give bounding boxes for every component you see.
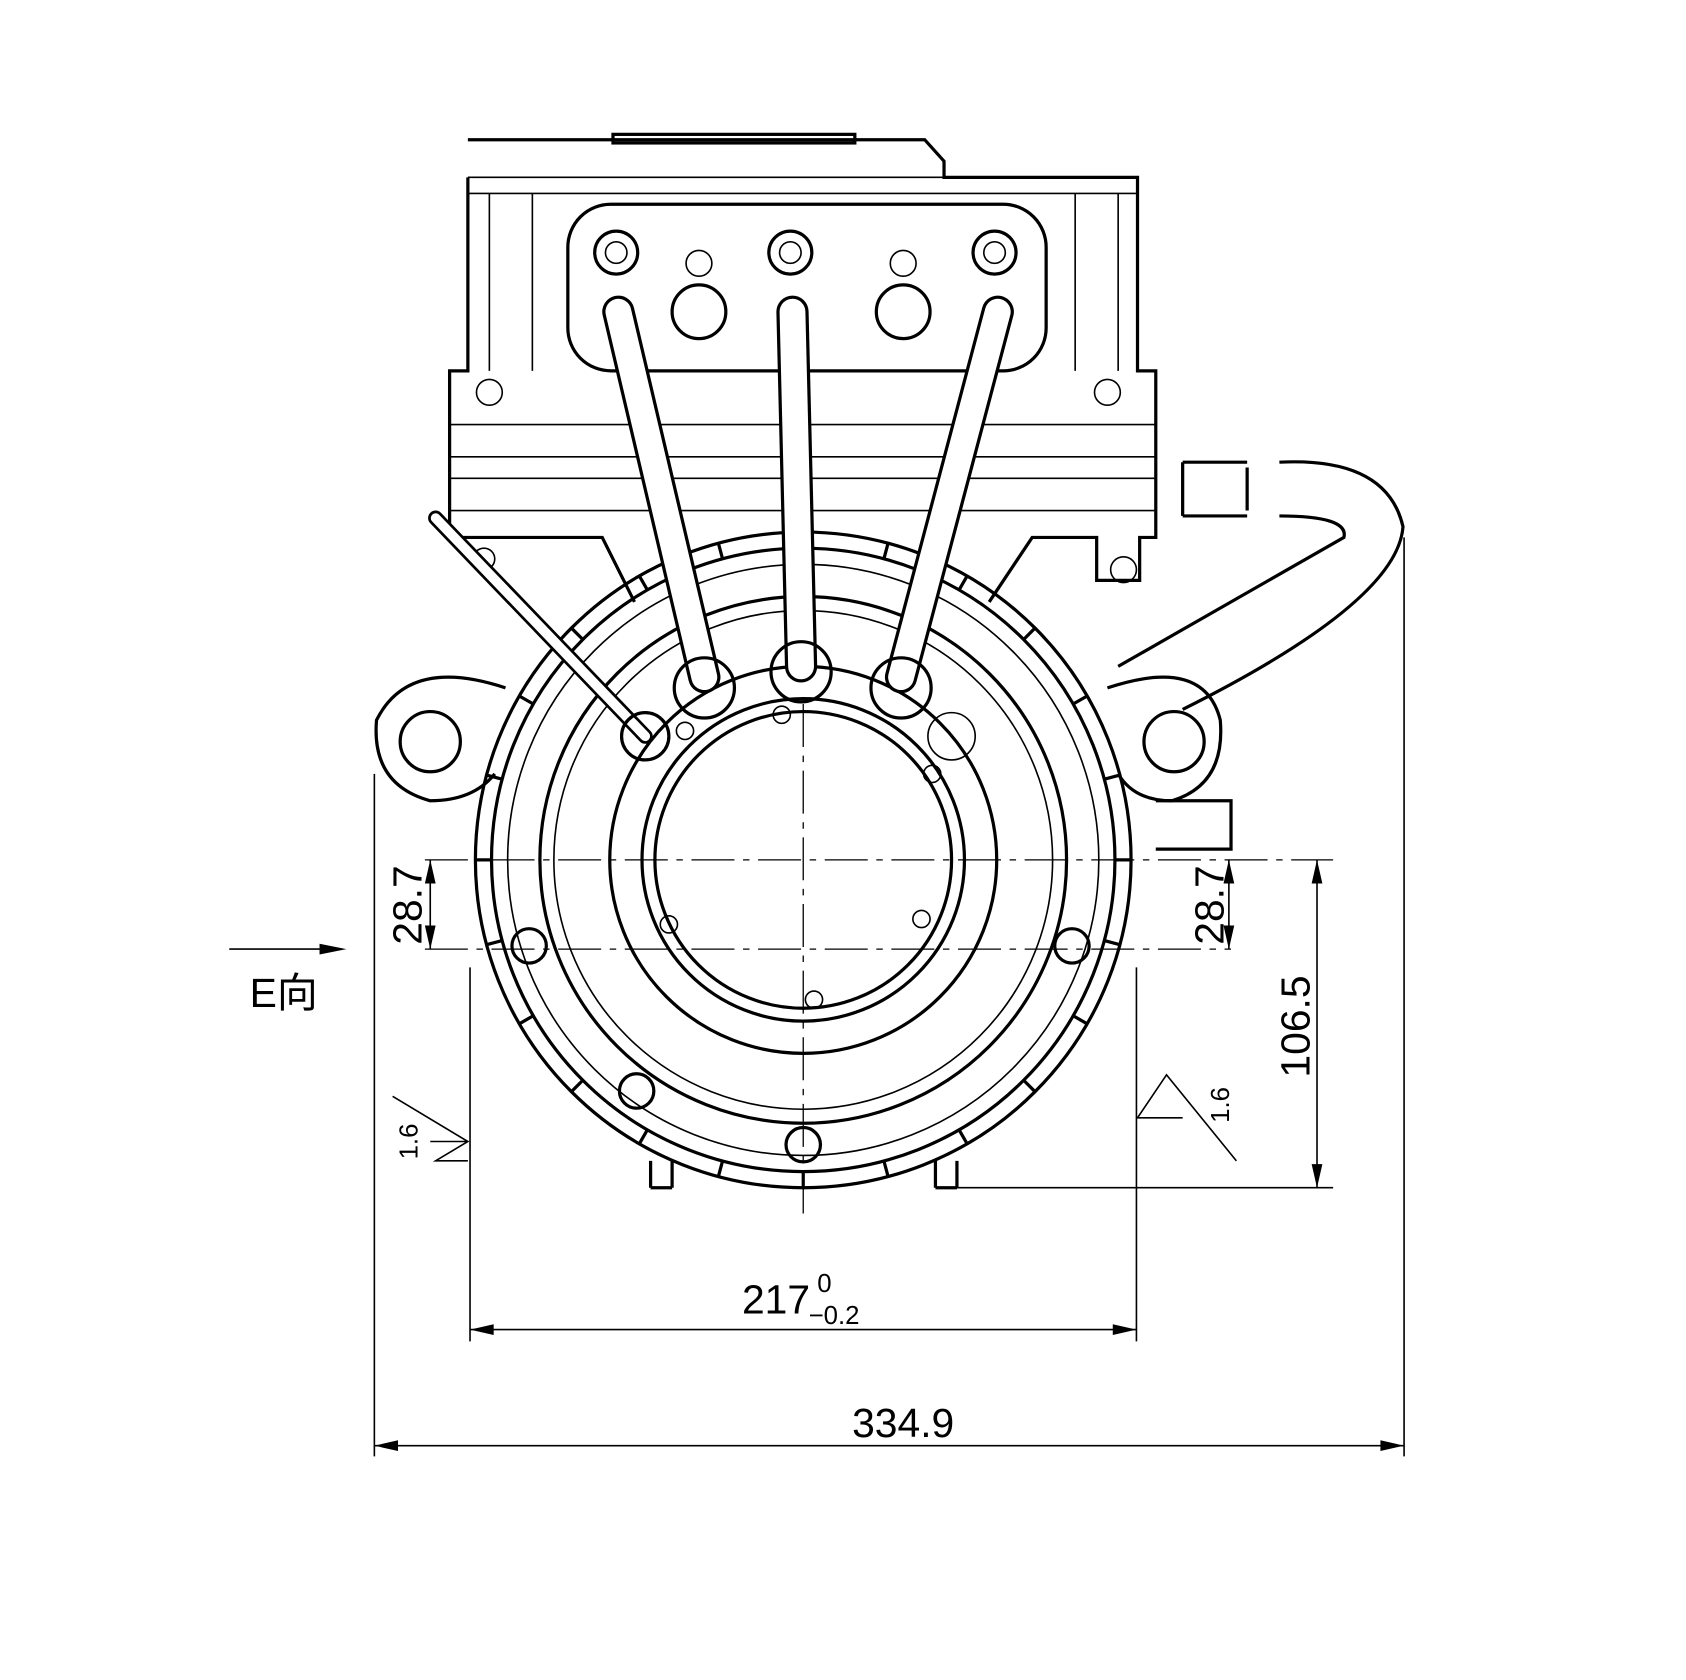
cooling-fin <box>637 575 649 591</box>
screw-icon <box>675 721 695 741</box>
mount-bolt-icon <box>510 927 548 965</box>
dim-overall-width: 334.9 <box>852 1400 954 1446</box>
power-cables <box>428 295 1014 762</box>
cooling-fin <box>1103 773 1121 781</box>
lifting-eye-left <box>374 675 507 803</box>
cooling-fin <box>518 694 535 706</box>
cooling-fin <box>570 626 584 641</box>
mount-bolt-icon <box>617 1072 656 1110</box>
cooling-fin <box>1072 694 1088 706</box>
cooling-fin <box>716 1160 725 1177</box>
screw-icon <box>804 990 824 1010</box>
cooling-fin <box>716 542 725 560</box>
cooling-fin <box>486 773 503 781</box>
cooling-fin <box>882 542 890 560</box>
cooling-fin <box>570 1079 584 1093</box>
screw-icon <box>772 705 792 725</box>
view-arrow-icon <box>319 943 347 955</box>
dim-offset-right: 28.7 <box>1186 865 1232 944</box>
dim-mount-tol-upper: 0 <box>817 1270 831 1298</box>
dim-height: 106.5 <box>1272 975 1318 1077</box>
cooling-fin <box>1022 1079 1037 1093</box>
terminal-block <box>593 229 1018 341</box>
screw-icon <box>659 914 679 934</box>
cooling-fin <box>882 1160 890 1177</box>
lifting-eye-right <box>1106 675 1223 803</box>
view-label: E向 <box>250 970 318 1016</box>
coolant-hose <box>1117 460 1405 851</box>
dim-mount-width: 217 <box>742 1276 810 1322</box>
cooling-fin <box>486 939 503 947</box>
centerlines <box>424 704 1334 1220</box>
cooling-fin <box>957 575 969 591</box>
roughness-left: 1.6 <box>395 1124 423 1160</box>
dimension-lines <box>229 537 1405 1457</box>
roughness-symbol-right <box>1135 1073 1238 1162</box>
cooling-fin <box>1072 1014 1088 1026</box>
cooling-fin <box>1022 626 1037 641</box>
dim-mount-tol-lower: −0.2 <box>809 1302 860 1330</box>
cooling-fin <box>637 1129 649 1145</box>
mount-bolt-icon <box>1053 927 1091 965</box>
roughness-right: 1.6 <box>1207 1087 1235 1123</box>
cooling-fin <box>1103 939 1121 947</box>
cooling-fin <box>518 1014 535 1026</box>
dim-offset-left: 28.7 <box>385 865 431 944</box>
screw-icon <box>922 764 942 784</box>
roughness-symbol-left <box>392 1095 470 1162</box>
cooling-fin <box>957 1129 969 1145</box>
screw-icon <box>912 909 931 929</box>
